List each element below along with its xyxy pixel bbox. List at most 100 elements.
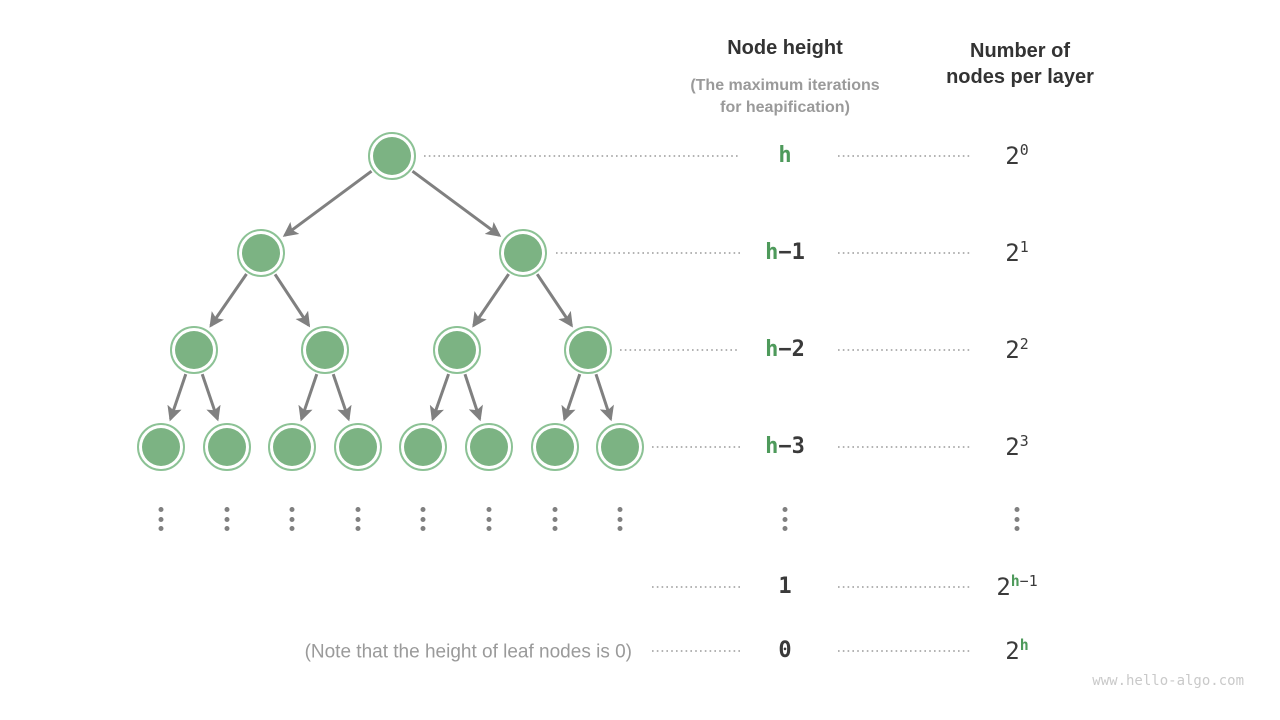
tree-edge	[594, 373, 614, 422]
exponent-offset: 3	[1019, 432, 1029, 450]
leaf-height-note: (Note that the height of leaf nodes is 0…	[304, 641, 632, 663]
tree-edge	[209, 273, 248, 328]
node-outer-ring	[596, 423, 644, 471]
node-height-column-title: Node height	[727, 37, 843, 59]
nodes-per-layer-base: 2	[1005, 637, 1020, 665]
node-height-column-subtitle: (The maximum iterations for heapificatio…	[690, 75, 879, 118]
node-count-column-title: Number of nodes per layer	[946, 38, 1094, 90]
node-height-value: 0	[778, 640, 791, 662]
node-outer-ring	[465, 423, 513, 471]
nodes-per-layer-value: 23	[1005, 432, 1029, 461]
tree-node	[531, 423, 579, 471]
tree-edge	[298, 373, 319, 422]
node-outer-ring	[433, 326, 481, 374]
tree-nodes	[137, 132, 644, 471]
node-height-value: h	[778, 145, 791, 167]
node-outer-ring	[499, 229, 547, 277]
node-outer-ring	[170, 326, 218, 374]
node-disc	[175, 331, 213, 369]
node-disc	[470, 428, 508, 466]
nodes-per-layer-exponent: h	[1020, 636, 1029, 654]
node-disc	[306, 331, 344, 369]
nodes-per-layer-base: 2	[1005, 239, 1020, 267]
nodes-per-layer-base: 2	[1005, 433, 1020, 461]
node-ring-gap	[336, 425, 380, 469]
node-height-value-offset: −2	[778, 337, 805, 362]
tree-node	[564, 326, 612, 374]
node-disc	[273, 428, 311, 466]
nodes-per-layer-value: 2h−1	[996, 572, 1038, 601]
tree-node	[301, 326, 349, 374]
node-ring-gap	[139, 425, 183, 469]
node-outer-ring	[531, 423, 579, 471]
node-height-value-base: h	[778, 143, 792, 168]
exponent-offset: −1	[1019, 572, 1038, 590]
nodes-per-layer-value: 2h	[1005, 636, 1029, 665]
node-ring-gap	[172, 328, 216, 372]
nodes-per-layer-base: 2	[996, 573, 1011, 601]
node-height-value-offset: −3	[778, 434, 805, 459]
tree-column-ellipsis	[420, 507, 426, 531]
node-ring-gap	[270, 425, 314, 469]
tree-node	[499, 229, 547, 277]
node-height-subtitle-line1: (The maximum iterations	[690, 77, 880, 94]
node-disc	[438, 331, 476, 369]
node-disc	[569, 331, 607, 369]
tree-column-ellipsis	[486, 507, 492, 531]
node-height-value-offset: −1	[778, 240, 805, 265]
nodes-per-layer-exponent: h−1	[1011, 572, 1038, 590]
node-height-value-base: h	[765, 337, 779, 362]
node-disc	[208, 428, 246, 466]
node-count-title-line2: nodes per layer	[946, 66, 1094, 88]
node-ring-gap	[435, 328, 479, 372]
node-disc	[536, 428, 574, 466]
node-ring-gap	[401, 425, 445, 469]
node-count-title-line1: Number of	[970, 40, 1070, 62]
node-disc	[242, 234, 280, 272]
tree-column-ellipsis	[289, 507, 295, 531]
tree-edge	[429, 373, 450, 422]
node-disc	[404, 428, 442, 466]
node-ring-gap	[205, 425, 249, 469]
node-outer-ring	[268, 423, 316, 471]
nodes-per-layer-value: 20	[1005, 141, 1029, 168]
nodes-per-layer-exponent: 3	[1020, 432, 1029, 450]
node-height-value-base: h	[765, 240, 779, 265]
exponent-offset: 1	[1019, 238, 1029, 256]
tree-edge	[463, 373, 483, 422]
node-outer-ring	[237, 229, 285, 277]
tree-node	[368, 132, 416, 180]
node-ring-gap	[598, 425, 642, 469]
node-disc	[339, 428, 377, 466]
site-watermark: www.hello-algo.com	[1092, 673, 1244, 689]
node-disc	[504, 234, 542, 272]
node-outer-ring	[399, 423, 447, 471]
node-height-value-base: 1	[778, 574, 792, 599]
node-height-value: h−2	[765, 339, 805, 361]
nodes-per-layer-exponent: 0	[1020, 141, 1029, 159]
tree-edge	[535, 273, 573, 328]
node-height-subtitle-line2: for heapification)	[720, 98, 850, 116]
node-height-value: h−3	[765, 436, 805, 458]
node-height-value: 1	[778, 576, 791, 598]
tree-edges	[167, 169, 614, 422]
node-disc	[601, 428, 639, 466]
height-column-ellipsis	[782, 507, 788, 531]
tree-node	[237, 229, 285, 277]
tree-column-ellipsis	[355, 507, 361, 531]
tree-edge	[200, 373, 221, 422]
tree-node	[465, 423, 513, 471]
node-outer-ring	[564, 326, 612, 374]
tree-node	[268, 423, 316, 471]
tree-edge	[561, 373, 582, 422]
nodes-per-layer-value: 21	[1005, 238, 1029, 267]
exponent-h-symbol: h	[1019, 636, 1029, 654]
tree-edge	[411, 169, 502, 237]
tree-node	[137, 423, 185, 471]
nodes-per-layer-exponent: 1	[1020, 238, 1029, 256]
node-ring-gap	[566, 328, 610, 372]
node-ring-gap	[533, 425, 577, 469]
tree-edge	[273, 273, 311, 328]
